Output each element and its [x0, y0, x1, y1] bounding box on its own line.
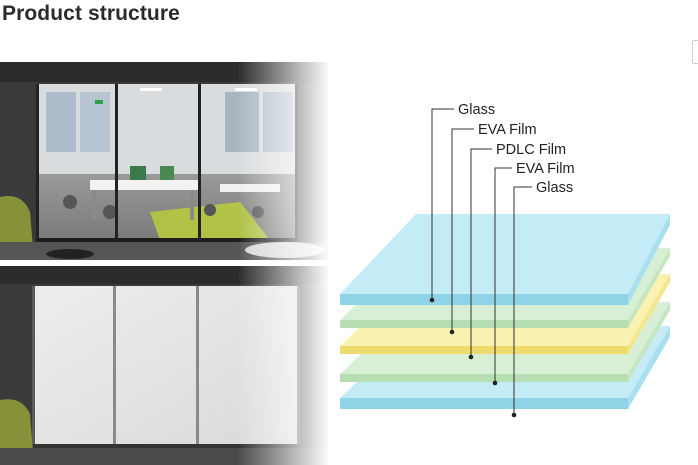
label-eva-film-top: EVA Film [478, 122, 537, 138]
label-pdlc-film: PDLC Film [496, 142, 566, 158]
photo-opaque-state [0, 266, 330, 465]
label-glass-bottom: Glass [536, 180, 573, 196]
leader-lines [431, 108, 532, 415]
photo-transparent-state [0, 62, 330, 260]
label-glass-top: Glass [458, 102, 495, 118]
leader-dots [429, 297, 517, 418]
layer-structure-diagram: Glass EVA Film PDLC Film EVA Film Glass [340, 102, 670, 418]
label-eva-film-bottom: EVA Film [516, 161, 575, 177]
office-photos [0, 62, 330, 465]
page-title: Product structure [2, 2, 180, 25]
scroll-edge-tab[interactable] [692, 40, 698, 64]
layer-top-glass [340, 214, 670, 305]
